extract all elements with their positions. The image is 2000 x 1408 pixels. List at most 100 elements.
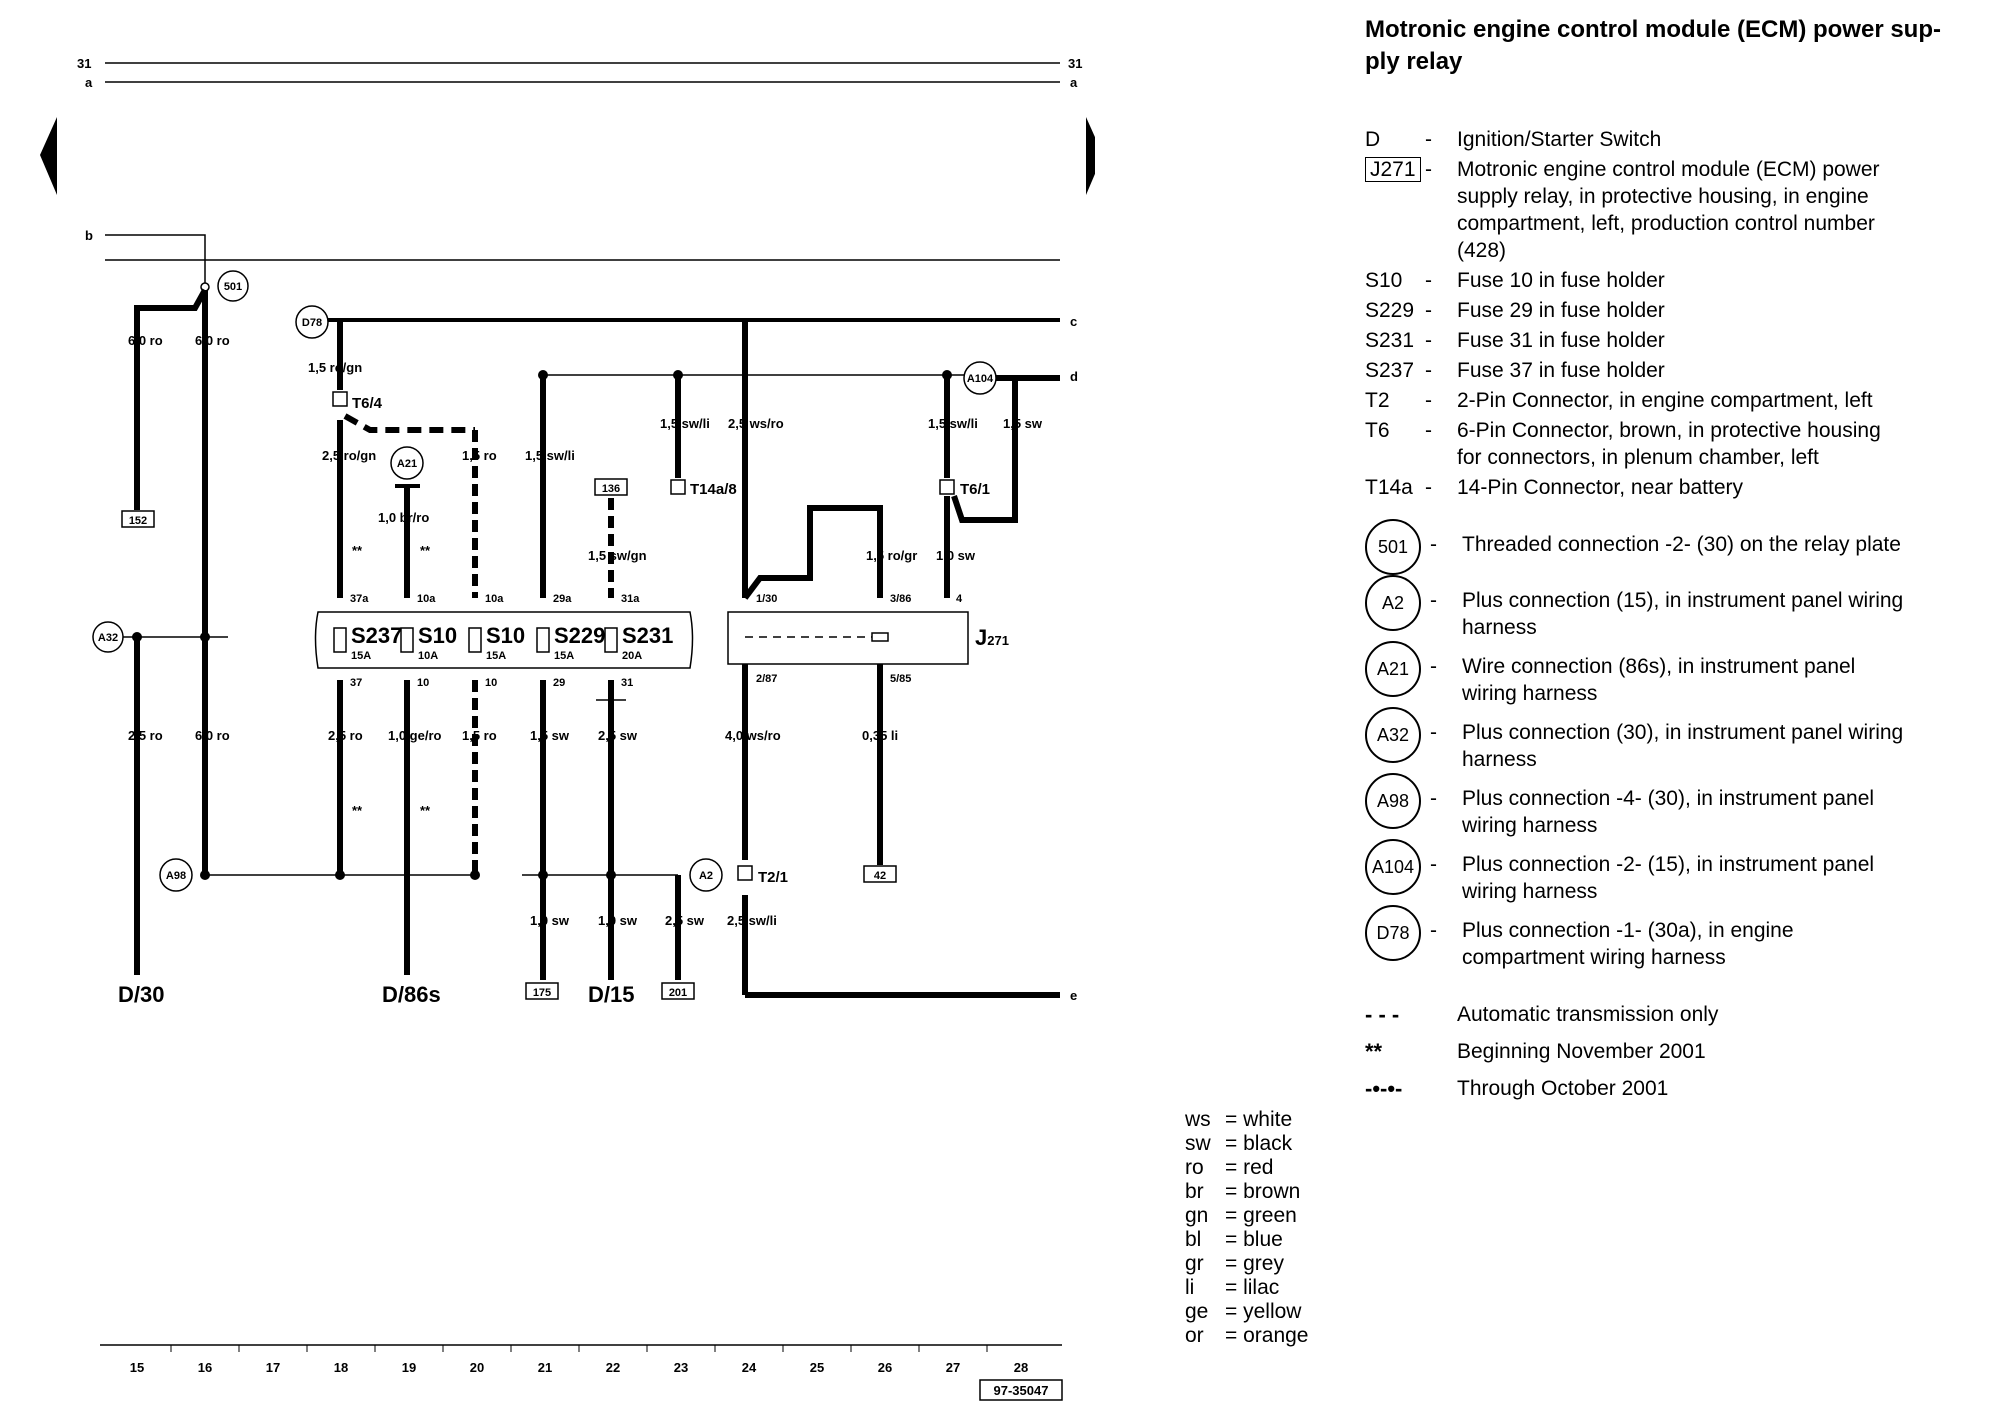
wire-label-w27: 2,5 sw/li — [727, 913, 777, 928]
top-bus — [105, 62, 1060, 261]
connection-legend-item: A2-Plus connection (15), in instrument p… — [1365, 575, 1985, 641]
wire-label-w4: 2,5 ro/gn — [322, 448, 376, 463]
fuse-s237: S237 15A 37a 37 — [333, 593, 402, 689]
legend-dash: - — [1425, 128, 1432, 151]
legend-panel: Motronic engine control module (ECM) pow… — [1365, 14, 1985, 1102]
fuse-s231: S231 20A 31a 31 — [604, 593, 673, 689]
wiring-diagram: 31 31 a a b 501 6,0 ro 6,0 ro 152 A32 c … — [40, 56, 1095, 1401]
svg-text:15A: 15A — [554, 650, 574, 662]
wire-label-w11: 1,5 ro/gr — [866, 548, 917, 563]
node-d78 — [295, 305, 329, 339]
legend-desc: Threaded connection -2- (30) on the rela… — [1462, 533, 1901, 556]
connection-circle-icon: D78 — [1365, 905, 1421, 961]
stars-1: ** — [352, 543, 363, 558]
connection-legend-item: A98-Plus connection -4- (30), in instrum… — [1365, 773, 1985, 839]
column-number: 18 — [334, 1360, 348, 1375]
connection-circle-icon: 501 — [1365, 519, 1421, 575]
legend-code: T14a — [1365, 476, 1413, 499]
connector-t64: T6/4 — [352, 395, 383, 412]
fuse-s10-b: S10 15A 10a 10 — [468, 593, 525, 689]
legend-dash: - — [1430, 721, 1437, 744]
legend-code: S231 — [1365, 329, 1415, 352]
color-code-item: br= brown — [1185, 1180, 1301, 1203]
ground-ref-42: 42 — [874, 870, 886, 882]
connection-legend-item: D78-Plus connection -1- (30a), in engine… — [1365, 905, 1985, 971]
ground-ref-201: 201 — [669, 987, 687, 999]
legend-item: S231-Fuse 31 in fuse holder — [1365, 327, 1985, 354]
wire-label-w20: 1,5 sw — [530, 728, 570, 743]
svg-text:10a: 10a — [417, 593, 436, 605]
ground-ref-136: 136 — [602, 483, 620, 495]
legend-desc: Wire connection (86s), in instrument pan… — [1462, 655, 1856, 705]
symbol-desc: Automatic transmission only — [1457, 1003, 1719, 1026]
column-number: 25 — [810, 1360, 824, 1375]
relay-pin-4: 4 — [956, 593, 963, 605]
wire-label-w22: 4,0 ws/ro — [725, 728, 781, 743]
color-code-item: bl= blue — [1185, 1228, 1283, 1251]
legend-code: S229 — [1365, 299, 1415, 322]
connection-legend-item: A104-Plus connection -2- (15), in instru… — [1365, 839, 1985, 905]
legend-dash: - — [1430, 655, 1437, 678]
svg-text:10A: 10A — [418, 650, 438, 662]
legend-item: T14a-14-Pin Connector, near battery — [1365, 474, 1985, 501]
legend-dash: - — [1425, 158, 1432, 181]
wire-label-w16: 6,0 ro — [195, 728, 230, 743]
connection-legend-item: A21-Wire connection (86s), in instrument… — [1365, 641, 1985, 707]
fuse-holder — [314, 611, 694, 669]
page-title: Motronic engine control module (ECM) pow… — [1365, 16, 1941, 75]
wire-label-w26: 2,5 sw — [665, 913, 705, 928]
svg-text:S10: S10 — [418, 623, 457, 648]
fuse-s10-a: S10 10A 10a 10 — [400, 593, 457, 689]
connection-legend-item: 501-Threaded connection -2- (30) on the … — [1365, 519, 1985, 575]
symbol-desc: Beginning November 2001 — [1457, 1040, 1706, 1063]
next-page-arrow-icon[interactable] — [1086, 117, 1095, 195]
node-a98 — [159, 858, 193, 892]
wire-label-w18: 1,0 ge/ro — [388, 728, 442, 743]
legend-dash: - — [1430, 787, 1437, 810]
color-code-item: or= orange — [1185, 1324, 1309, 1347]
column-number: 21 — [538, 1360, 552, 1375]
svg-text:15A: 15A — [351, 650, 371, 662]
legend-item: D-Ignition/Starter Switch — [1365, 126, 1985, 153]
column-number: 26 — [878, 1360, 892, 1375]
node-501 — [217, 270, 249, 302]
svg-text:S229: S229 — [554, 623, 605, 648]
legend-code: S10 — [1365, 269, 1403, 292]
line-style-symbol: ** — [1365, 1039, 1383, 1064]
legend-desc: 6-Pin Connector, brown, in protective ho… — [1457, 419, 1881, 469]
svg-text:S10: S10 — [486, 623, 525, 648]
relay-pin-1-30: 1/30 — [756, 593, 777, 605]
connection-legend: 501-Threaded connection -2- (30) on the … — [1365, 519, 1985, 971]
wire-label-w8: 1,5 sw/gn — [588, 548, 647, 563]
column-number: 15 — [130, 1360, 144, 1375]
wire-label-w2: 6,0 ro — [195, 333, 230, 348]
wire-label-w21: 2,5 sw — [598, 728, 638, 743]
relay-label: J271 — [975, 625, 1009, 650]
symbol-legend-item: -•-•-Through October 2001 — [1365, 1075, 1985, 1102]
bus-label-a-right: a — [1070, 75, 1078, 90]
wire-label-w12: 1,5 sw/li — [928, 416, 978, 431]
symbol-desc: Through October 2001 — [1457, 1077, 1669, 1100]
legend-item: J271-Motronic engine control module (ECM… — [1365, 156, 1985, 264]
connector-t61: T6/1 — [960, 481, 990, 498]
wire-label-w3: 1,5 ro/gn — [308, 360, 362, 375]
legend-desc: Plus connection -2- (15), in instrument … — [1462, 853, 1875, 903]
previous-page-arrow-icon[interactable] — [40, 117, 57, 195]
legend-dash: - — [1425, 419, 1432, 442]
connection-circle-icon: A98 — [1365, 773, 1421, 829]
bus-label-c: c — [1070, 314, 1077, 329]
legend-desc: Fuse 29 in fuse holder — [1457, 299, 1665, 322]
legend-dash: - — [1430, 589, 1437, 612]
svg-text:A98: A98 — [166, 870, 186, 882]
legend-desc: Fuse 37 in fuse holder — [1457, 359, 1665, 382]
relay-pin-5-85: 5/85 — [890, 673, 911, 685]
connection-circle-icon: A2 — [1365, 575, 1421, 631]
terminal-d30: D/30 — [118, 982, 164, 1007]
column-number: 28 — [1014, 1360, 1028, 1375]
svg-text:15A: 15A — [486, 650, 506, 662]
wire-label-w7: 1,5 sw/li — [525, 448, 575, 463]
legend-desc: 14-Pin Connector, near battery — [1457, 476, 1744, 499]
wire-label-w15: 2,5 ro — [128, 728, 163, 743]
